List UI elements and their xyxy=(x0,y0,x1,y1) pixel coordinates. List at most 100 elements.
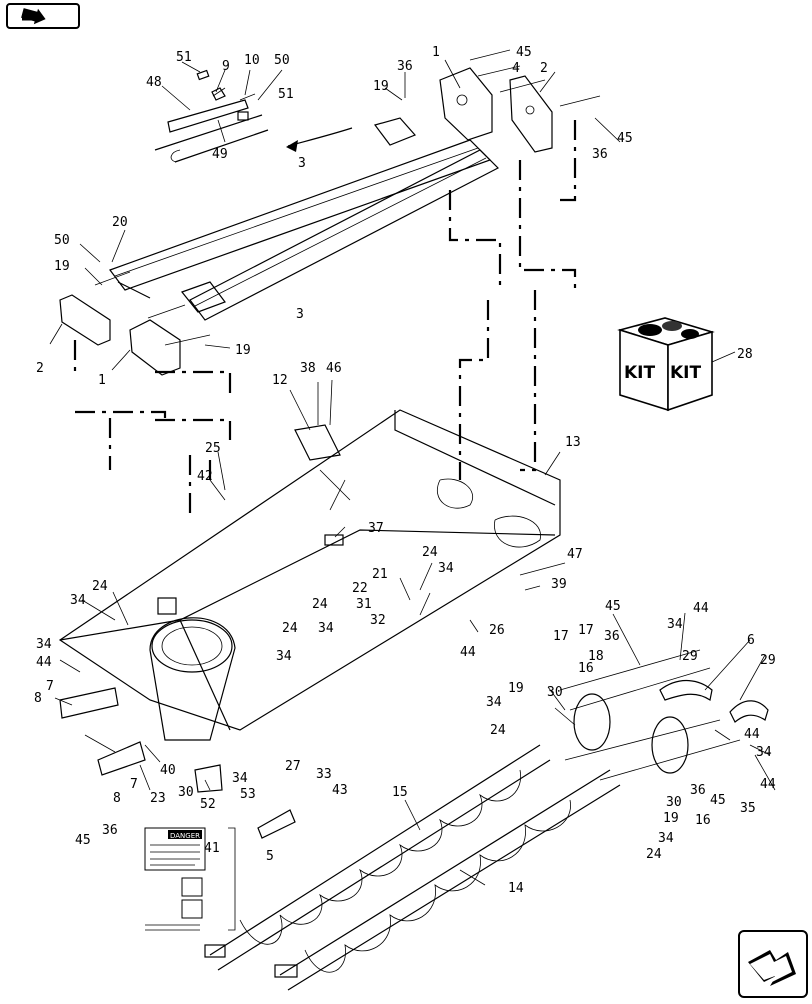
callout-31: 31 xyxy=(356,597,372,612)
callout-34: 34 xyxy=(667,617,683,632)
callout-53: 53 xyxy=(240,787,256,802)
callout-45: 45 xyxy=(605,599,621,614)
callout-17: 17 xyxy=(578,623,594,638)
callout-34: 34 xyxy=(658,831,674,846)
previous-page-button[interactable] xyxy=(6,3,80,29)
callout-9: 9 xyxy=(222,59,230,74)
callout-27: 27 xyxy=(285,759,301,774)
callout-48: 48 xyxy=(146,75,162,90)
callout-29: 29 xyxy=(682,649,698,664)
callout-29: 29 xyxy=(760,653,776,668)
callout-30: 30 xyxy=(178,785,194,800)
hardware-parts xyxy=(59,424,769,839)
arrow-head xyxy=(286,140,298,152)
callout-36: 36 xyxy=(102,823,118,838)
callout-7: 7 xyxy=(130,777,138,792)
callout-30: 30 xyxy=(547,685,563,700)
callout-34: 34 xyxy=(276,649,292,664)
callout-45: 45 xyxy=(710,793,726,808)
callout-36: 36 xyxy=(690,783,706,798)
callout-34: 34 xyxy=(756,745,772,760)
callout-24: 24 xyxy=(646,847,662,862)
callout-34: 34 xyxy=(36,637,52,652)
next-page-button[interactable] xyxy=(738,930,808,998)
callout-13: 13 xyxy=(565,435,581,450)
kit-label-right: KIT xyxy=(670,363,701,383)
decal-title: DANGER xyxy=(170,832,200,840)
callout-24: 24 xyxy=(92,579,108,594)
callout-36: 36 xyxy=(592,147,608,162)
callout-37: 37 xyxy=(368,521,384,536)
callout-4: 4 xyxy=(512,61,520,76)
callout-19: 19 xyxy=(373,79,389,94)
callout-34: 34 xyxy=(232,771,248,786)
auger-flighting-upper xyxy=(204,744,551,971)
callout-44: 44 xyxy=(693,601,709,616)
callout-7: 7 xyxy=(46,679,54,694)
callout-45: 45 xyxy=(75,833,91,848)
page-back-arrow-icon xyxy=(21,8,46,25)
left-brackets xyxy=(59,271,211,376)
callout-34: 34 xyxy=(438,561,454,576)
callout-19: 19 xyxy=(54,259,70,274)
callout-19: 19 xyxy=(235,343,251,358)
kit-label-left: KIT xyxy=(624,363,655,383)
callout-18: 18 xyxy=(588,649,604,664)
callout-8: 8 xyxy=(113,791,121,806)
cylinder-tubes xyxy=(109,117,500,321)
callout-36: 36 xyxy=(604,629,620,644)
callout-51: 51 xyxy=(278,87,294,102)
callout-labels: 51 48 9 10 50 51 49 36 19 1 45 4 2 45 36… xyxy=(34,45,776,896)
callout-23: 23 xyxy=(150,791,166,806)
callout-46: 46 xyxy=(326,361,342,376)
callout-25: 25 xyxy=(205,441,221,456)
callout-44: 44 xyxy=(36,655,52,670)
callout-45: 45 xyxy=(617,131,633,146)
callout-44: 44 xyxy=(760,777,776,792)
callout-16: 16 xyxy=(695,813,711,828)
callout-32: 32 xyxy=(370,613,386,628)
callout-15: 15 xyxy=(392,785,408,800)
top-brackets xyxy=(439,49,601,153)
callout-19: 19 xyxy=(663,811,679,826)
callout-26: 26 xyxy=(489,623,505,638)
callout-39: 39 xyxy=(551,577,567,592)
callout-24: 24 xyxy=(422,545,438,560)
callout-47: 47 xyxy=(567,547,583,562)
callout-44: 44 xyxy=(744,727,760,742)
callout-30: 30 xyxy=(666,795,682,810)
callout-20: 20 xyxy=(112,215,128,230)
callout-50: 50 xyxy=(274,53,290,68)
callout-14: 14 xyxy=(508,881,524,896)
auger-flighting-lower xyxy=(274,769,621,991)
kit-box-icon: KIT KIT xyxy=(617,317,715,412)
callout-50: 50 xyxy=(54,233,70,248)
callout-35: 35 xyxy=(740,801,756,816)
callout-34: 34 xyxy=(318,621,334,636)
callout-34: 34 xyxy=(70,593,86,608)
callout-36: 36 xyxy=(397,59,413,74)
callout-2: 2 xyxy=(36,361,44,376)
callout-49: 49 xyxy=(212,147,228,162)
callout-8: 8 xyxy=(34,691,42,706)
callout-33: 33 xyxy=(316,767,332,782)
callout-2: 2 xyxy=(540,61,548,76)
move-arrow xyxy=(287,127,353,147)
callout-21: 21 xyxy=(372,567,388,582)
discharge-spout xyxy=(149,597,236,741)
callout-3: 3 xyxy=(298,156,306,171)
callout-16: 16 xyxy=(578,661,594,676)
callout-17: 17 xyxy=(553,629,569,644)
callout-leaders xyxy=(49,59,776,886)
callout-34: 34 xyxy=(486,695,502,710)
callout-44: 44 xyxy=(460,645,476,660)
callout-19: 19 xyxy=(508,681,524,696)
callout-38: 38 xyxy=(300,361,316,376)
auger-frame xyxy=(58,409,561,731)
callout-43: 43 xyxy=(332,783,348,798)
callout-24: 24 xyxy=(490,723,506,738)
callout-1: 1 xyxy=(98,373,106,388)
callout-42: 42 xyxy=(197,469,213,484)
page-forward-arrow-icon xyxy=(748,950,796,986)
